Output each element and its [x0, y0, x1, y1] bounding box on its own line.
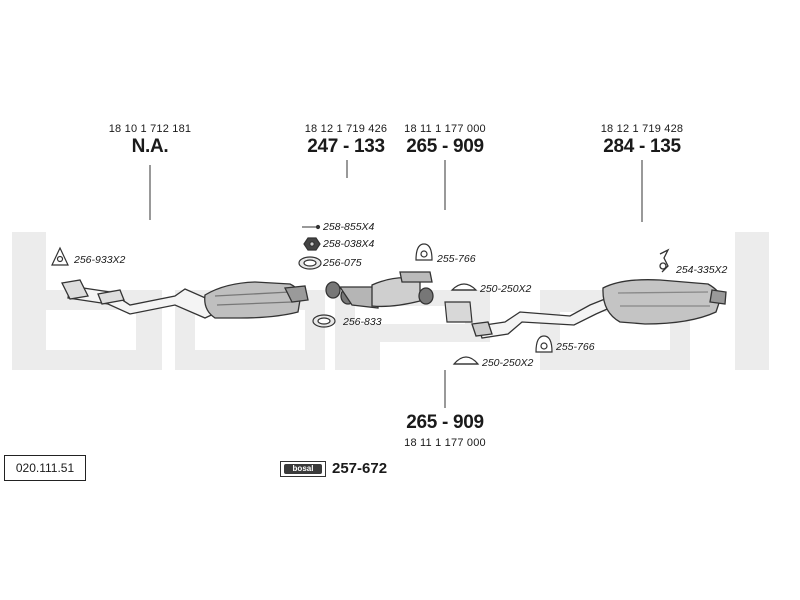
middle-right-part-number: 265 - 909 — [406, 136, 484, 157]
hanger-bottom-icon — [535, 335, 553, 353]
rear-oe-number: 18 12 1 719 428 — [600, 123, 684, 135]
ring-top-icon — [298, 256, 322, 270]
hanger-top-icon — [415, 243, 433, 261]
rear-hanger-icon — [659, 248, 670, 273]
clamp-top-icon — [444, 283, 478, 323]
center-pipe — [325, 271, 434, 309]
clamp-top-label: 250-250X2 — [480, 283, 532, 295]
middle-right-oe-number: 18 11 1 177 000 — [404, 123, 486, 135]
front-muffler — [204, 281, 309, 319]
middle-left-part-number: 247 - 133 — [307, 136, 385, 157]
catalog-reference: 020.111.51 — [4, 455, 86, 481]
gasket-front-icon — [51, 246, 69, 266]
ring-bottom-label: 256-833 — [343, 316, 382, 328]
lower-oe-number: 18 11 1 177 000 — [404, 437, 486, 449]
front-part-number: N.A. — [131, 136, 169, 157]
rear-hanger-label: 254-335X2 — [676, 264, 728, 276]
bolt-label: 258-855X4 — [323, 221, 375, 233]
kit-number: 257-672 — [332, 460, 388, 477]
ring-bottom-icon — [312, 314, 336, 328]
clamp-bottom-icon — [452, 356, 480, 365]
front-oe-number: 18 10 1 712 181 — [108, 123, 192, 135]
rear-part-number: 284 - 135 — [603, 136, 681, 157]
bosal-logo-icon: bosal — [280, 461, 326, 477]
kit-logo-text: bosal — [284, 464, 322, 474]
bolt-icon — [302, 224, 321, 230]
clamp-bottom-label: 250-250X2 — [482, 357, 534, 369]
nut-label: 258-038X4 — [323, 238, 375, 250]
gasket-front-label: 256-933X2 — [74, 254, 126, 266]
nut-icon — [303, 237, 321, 251]
middle-left-oe-number: 18 12 1 719 426 — [304, 123, 388, 135]
hanger-bottom-label: 255-766 — [556, 341, 595, 353]
lower-part-number: 265 - 909 — [406, 412, 484, 433]
rear-muffler — [602, 279, 727, 325]
hanger-top-label: 255-766 — [437, 253, 476, 265]
front-pipe — [61, 279, 219, 319]
ring-top-label: 256-075 — [323, 257, 362, 269]
